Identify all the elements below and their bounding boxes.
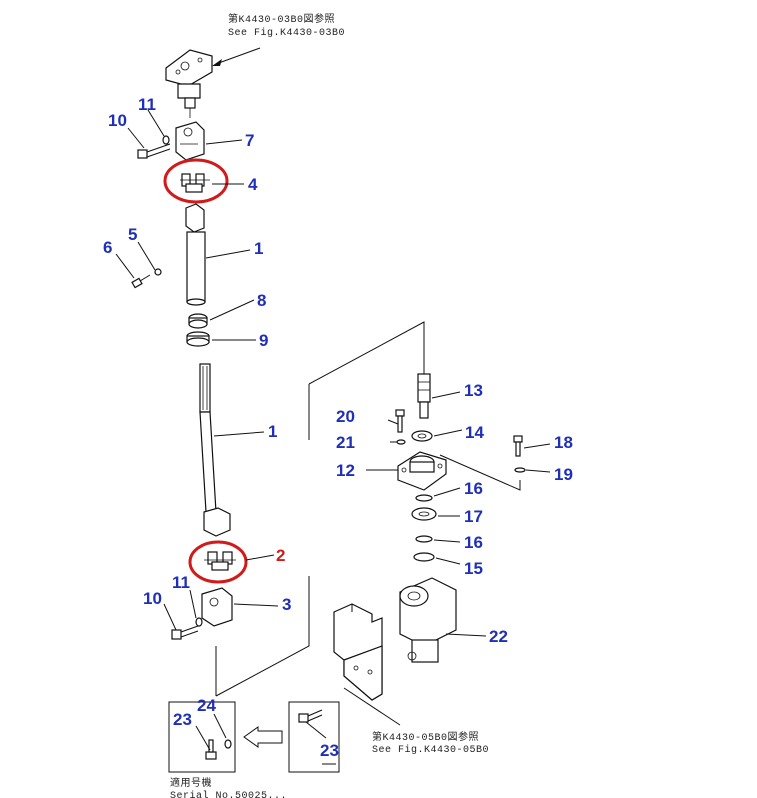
detail-box-current xyxy=(288,701,340,773)
callout-13: 13 xyxy=(464,381,483,400)
callout-14: 14 xyxy=(465,423,484,442)
detail-box-serial xyxy=(168,701,236,773)
highlight-circle-4 xyxy=(163,158,229,204)
direction-arrow xyxy=(243,726,283,748)
bolt-20 xyxy=(395,409,405,433)
callout-18: 18 xyxy=(554,433,573,452)
callout-21: 21 xyxy=(336,433,355,452)
callout-16-lower: 16 xyxy=(464,533,483,552)
shaft-1-lower xyxy=(199,363,231,537)
callout-10-bottom: 10 xyxy=(143,589,162,608)
callout-20: 20 xyxy=(336,407,355,426)
column-flange xyxy=(165,49,213,118)
callout-2: 2 xyxy=(276,546,285,565)
housing-12 xyxy=(397,451,447,491)
callouts: 11 10 7 4 5 6 1 8 9 1 13 20 14 21 18 12 … xyxy=(103,95,573,760)
washer-11-top xyxy=(162,135,170,145)
bolt-23-serial xyxy=(205,739,217,760)
callout-9: 9 xyxy=(259,331,268,350)
callout-19: 19 xyxy=(554,465,573,484)
ring-15 xyxy=(413,552,435,562)
top-reference-arrow xyxy=(215,47,261,65)
top-reference-jp: 第K4430-03B0図参照 xyxy=(228,12,335,26)
bearing-8 xyxy=(188,313,208,329)
bolt-18 xyxy=(513,435,523,457)
shaft-1-upper xyxy=(185,203,206,306)
callout-11-top: 11 xyxy=(138,95,156,114)
callout-17: 17 xyxy=(464,507,483,526)
callout-23-current: 23 xyxy=(320,741,339,760)
snap-ring-16-upper xyxy=(415,494,433,502)
bottom-reference-jp: 第K4430-05B0図参照 xyxy=(372,730,479,744)
callout-12: 12 xyxy=(336,461,355,480)
serial-label-en: Serial No.50025... xyxy=(170,790,287,798)
collar-9 xyxy=(186,331,210,347)
bottom-reference-en: See Fig.K4430-05B0 xyxy=(372,744,489,756)
highlight-circle-2 xyxy=(188,540,248,584)
top-reference-arrowhead xyxy=(212,59,222,66)
callout-1-lower: 1 xyxy=(268,422,277,441)
yoke-7 xyxy=(175,121,205,161)
callout-6: 6 xyxy=(103,238,112,257)
callout-4: 4 xyxy=(248,175,258,194)
exploded-frame xyxy=(215,321,521,697)
yoke-3 xyxy=(201,587,233,627)
bearing-14 xyxy=(411,430,433,442)
bearing-17 xyxy=(411,507,437,521)
callout-10-top: 10 xyxy=(108,111,127,130)
callout-23-serial: 23 xyxy=(173,710,192,729)
spider-4 xyxy=(180,173,210,193)
callout-7: 7 xyxy=(245,131,254,150)
callout-15: 15 xyxy=(464,559,483,578)
top-reference-en: See Fig.K4430-03B0 xyxy=(228,27,345,39)
callout-3: 3 xyxy=(282,595,291,614)
grease-fitting-6 xyxy=(131,274,151,289)
callout-5: 5 xyxy=(128,225,137,244)
bracket xyxy=(333,603,383,701)
callout-24: 24 xyxy=(197,696,216,715)
washer-19 xyxy=(514,467,526,473)
washer-21 xyxy=(396,439,406,445)
callout-22: 22 xyxy=(489,627,508,646)
bolt-10-bottom xyxy=(171,625,199,640)
bolt-23-current xyxy=(298,709,323,723)
stem-13 xyxy=(417,373,431,419)
washer-24 xyxy=(224,739,232,749)
callout-11-bottom: 11 xyxy=(172,573,190,592)
bolt-10-top xyxy=(137,143,171,159)
washer-11-bottom xyxy=(195,617,203,627)
callout-1-upper: 1 xyxy=(254,239,263,258)
leader-lines xyxy=(115,109,551,751)
washer-5 xyxy=(154,268,162,276)
spider-2 xyxy=(204,551,236,571)
snap-ring-16-lower xyxy=(415,535,433,543)
serial-label-jp: 適用号機 xyxy=(170,776,212,790)
bottom-reference-leader xyxy=(343,687,401,726)
valve-22 xyxy=(399,577,457,663)
callout-8: 8 xyxy=(257,291,266,310)
callout-16-upper: 16 xyxy=(464,479,483,498)
